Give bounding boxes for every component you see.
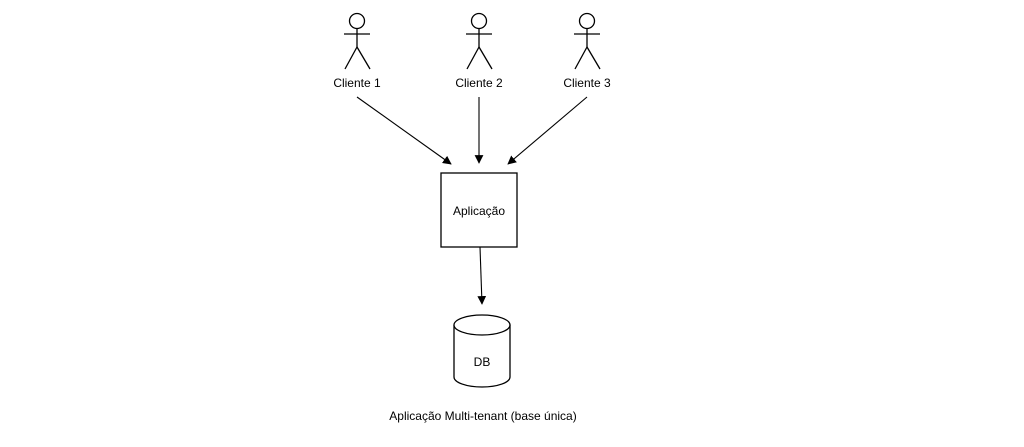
diagram-caption: Aplicação Multi-tenant (base única) — [389, 409, 577, 423]
arrow-app-to-db[interactable] — [477, 246, 487, 305]
actor-label-cliente-3: Cliente 3 — [563, 76, 611, 90]
application-label: Aplicação — [452, 204, 506, 218]
arrow-cliente-3-to-app[interactable] — [507, 96, 588, 165]
database-label: DB — [473, 355, 491, 369]
actor-label-cliente-1: Cliente 1 — [333, 76, 381, 90]
actor-label-cliente-2: Cliente 2 — [455, 76, 503, 90]
actor-cliente-3-icon[interactable] — [574, 12, 601, 70]
actor-cliente-2-icon[interactable] — [466, 12, 493, 70]
actor-cliente-1-icon[interactable] — [344, 12, 371, 70]
application-box[interactable] — [440, 172, 518, 248]
arrow-cliente-1-to-app[interactable] — [356, 96, 452, 165]
database-cylinder-icon[interactable] — [453, 314, 511, 388]
